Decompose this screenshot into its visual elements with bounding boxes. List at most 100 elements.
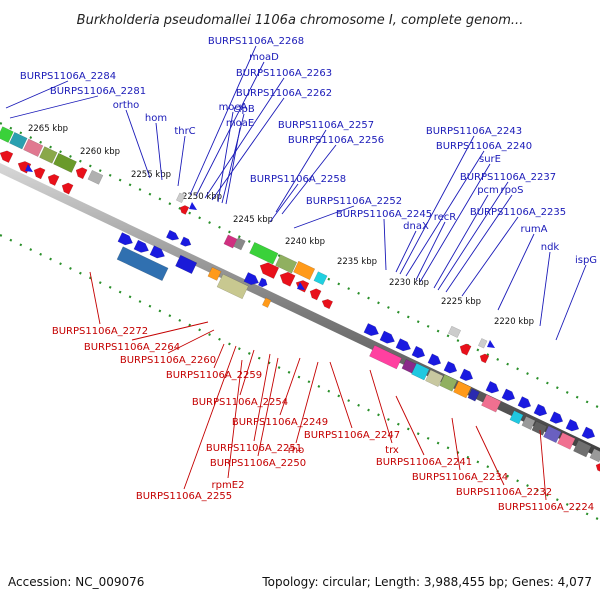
gene-block <box>175 254 198 274</box>
leader-line <box>269 183 299 223</box>
kbp-tick-label: 2260 kbp <box>80 147 120 157</box>
top-gene-label: ortho <box>113 100 140 111</box>
gene-block <box>223 234 238 249</box>
leader-line <box>555 264 587 341</box>
leader-line <box>217 111 234 203</box>
reverse-gene-arrow <box>595 462 600 473</box>
forward-gene-arrow <box>258 277 268 288</box>
forward-gene-arrow <box>166 229 180 241</box>
forward-gene-arrow <box>243 272 259 286</box>
top-gene-label: BURPS1106A_2281 <box>50 86 146 97</box>
reverse-gene-arrow <box>321 299 334 310</box>
leader-line <box>395 230 417 273</box>
leader-line <box>419 163 491 283</box>
leader-line <box>451 417 461 471</box>
gene-block <box>87 169 104 185</box>
kbp-tick-label: 2255 kbp <box>131 170 171 180</box>
forward-gene-arrow <box>149 245 165 259</box>
top-gene-label: dnaX <box>403 221 429 232</box>
genome-summary-text: Topology: circular; Length: 3,988,455 bp… <box>261 575 592 589</box>
label-leaders <box>5 45 587 501</box>
forward-gene-arrow <box>427 353 442 366</box>
top-gene-labels: BURPS1106A_2268moaDBURPS1106A_2263BURPS1… <box>20 36 597 266</box>
kbp-tick-label: 2225 kbp <box>441 297 481 307</box>
leader-line <box>295 361 319 444</box>
leader-line <box>239 349 255 396</box>
forward-gene-arrow <box>411 345 426 359</box>
forward-gene-arrow <box>395 338 411 352</box>
leader-line <box>9 95 99 119</box>
leader-line <box>461 216 519 297</box>
inner-tick-ring <box>0 234 600 521</box>
gene-block <box>448 325 462 338</box>
bottom-gene-label: BURPS1106A_2250 <box>210 458 306 469</box>
gene-block <box>543 425 562 444</box>
leader-line <box>433 194 489 289</box>
bottom-gene-label: BURPS1106A_2264 <box>84 342 180 353</box>
forward-gene-arrow <box>517 396 532 409</box>
reverse-gene-arrow <box>259 262 280 279</box>
gene-block <box>9 132 28 150</box>
gene-block <box>293 260 316 281</box>
leader-line <box>281 144 337 215</box>
leader-line <box>211 97 285 201</box>
forward-gene-arrow <box>133 239 149 253</box>
kbp-tick-label: 2245 kbp <box>233 215 273 225</box>
gene-block <box>531 420 548 436</box>
leader-line <box>183 345 237 490</box>
top-gene-label: recR <box>434 212 457 223</box>
top-gene-label: BURPS1106A_2262 <box>236 88 332 99</box>
reverse-gene-arrow <box>279 271 296 287</box>
bottom-gene-label: BURPS1106A_2247 <box>304 430 400 441</box>
leader-line <box>5 80 69 109</box>
gene-block <box>478 338 488 349</box>
gene-block <box>23 138 44 157</box>
gene-block <box>439 374 458 392</box>
leader-line <box>89 271 101 325</box>
bottom-gene-label: trx <box>385 445 399 456</box>
forward-gene-arrow <box>443 361 458 374</box>
top-gene-label: hom <box>145 113 167 124</box>
leader-line <box>131 321 209 341</box>
leader-line <box>293 205 355 229</box>
reverse-gene-arrow <box>33 167 46 180</box>
outer-tick-ring <box>0 122 600 409</box>
leader-line <box>253 353 271 442</box>
reverse-gene-arrow <box>459 343 472 356</box>
forward-gene-arrow <box>117 232 133 246</box>
bottom-gene-label: rpmE2 <box>212 480 245 491</box>
forward-gene-arrow <box>379 330 395 344</box>
forward-gene-arrow <box>363 323 379 337</box>
top-gene-label: BURPS1106A_2257 <box>278 120 374 131</box>
leader-line <box>221 113 245 204</box>
top-gene-label: BURPS1106A_2240 <box>436 141 532 152</box>
bottom-gene-label: BURPS1106A_2251 <box>206 443 302 454</box>
forward-gene-arrow <box>533 403 548 417</box>
bottom-gene-labels: BURPS1106A_2272BURPS1106A_2264BURPS1106A… <box>52 326 594 513</box>
top-gene-label: ndk <box>541 242 560 253</box>
leader-line <box>369 369 393 444</box>
gene-block <box>262 297 272 308</box>
top-gene-label: BURPS1106A_2243 <box>426 126 522 137</box>
top-gene-label: moeA <box>219 102 248 113</box>
kbp-tick-label: 2250 kbp <box>182 192 222 202</box>
leader-line <box>125 109 151 179</box>
gene-block <box>467 388 480 402</box>
top-gene-label: BURPS1106A_2256 <box>288 135 384 146</box>
top-gene-label: thrC <box>174 126 195 137</box>
top-gene-label: BURPS1106A_2237 <box>460 172 556 183</box>
leader-line <box>539 251 551 327</box>
gene-block <box>116 246 169 282</box>
forward-gene-arrow <box>485 381 500 394</box>
top-gene-label: BURPS1106A_2263 <box>236 68 332 79</box>
gene-block <box>411 362 430 381</box>
kbp-tick-label: 2240 kbp <box>285 237 325 247</box>
forward-gene-arrow <box>565 419 580 432</box>
top-gene-label: rumA <box>520 224 547 235</box>
kbp-tick-label: 2220 kbp <box>494 317 534 327</box>
bottom-gene-label: BURPS1106A_2272 <box>52 326 148 337</box>
kbp-tick-label: 2230 kbp <box>389 278 429 288</box>
reverse-gene-arrow <box>309 288 322 301</box>
